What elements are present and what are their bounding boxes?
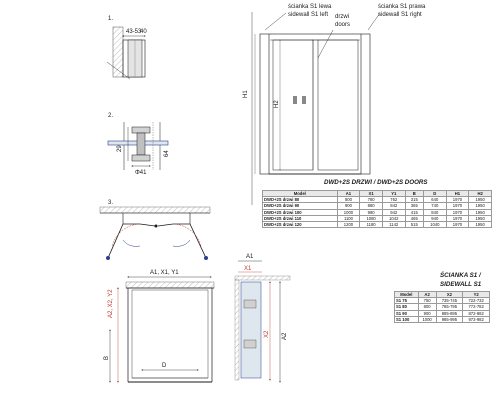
table1-title: DWD+2S DRZWI / DWD+2S DOORS [324,179,428,186]
h2-label: H2 [274,100,280,108]
diameter-label: Φ41 [135,170,147,176]
table-cell: 1950 [468,202,492,210]
table-cell: 1040 [422,220,447,229]
callout-right-line2: sidewall S1 right [378,12,422,18]
dim-64: 64 [164,150,170,157]
handle-bottom [131,154,151,162]
callout-left-line2: sidewall S1 left [288,12,328,18]
table-cell: 1950 [468,214,492,223]
table-cell: 1950 [468,220,492,229]
table-cell: 772-782 [462,303,490,311]
plan-view: A1, X1, Y1 D A2, X2, Y2 B [104,270,215,383]
elevation-view: H1 H2 ścianka S1 lewa sidewall S1 left d… [243,4,426,205]
table-cell: DWD+2S drzwi 100 [262,208,338,216]
table-cell: DWD+2S drzwi 110 [262,214,338,223]
plan-top-dim: A1, X1, Y1 [150,270,179,276]
side-a1-label: A1 [246,254,254,260]
handle-top [131,126,151,134]
header-cell: H2 [468,189,492,198]
callout-right-line1: ścianka S1 prawa [378,4,426,10]
callout-doors-line1: drzwi [335,14,349,20]
handle-left [293,96,297,104]
h1-label: H1 [243,90,249,98]
table-cell: 315 [404,196,424,204]
table-cell: DWD+2S drzwi 120 [262,220,338,229]
table-cell: 1970 [445,220,470,229]
plan-left-dim: A2, X2, Y2 [108,289,114,318]
side-a2-label: A2 [282,332,288,340]
header-cell: Model [262,189,338,198]
panel-number-1: 1. [108,16,113,22]
header-cell: B [404,189,424,198]
table-cell: 1142 [381,220,406,229]
table-cell: 1950 [468,208,492,216]
table-cell: 872-882 [462,309,490,317]
detail-3: 3. [99,200,211,260]
table-cell: 900 [417,309,437,317]
table2-title-line1: ŚCIANKA S1 / [440,272,481,279]
detail-2: 2. 29 64 Φ41 [107,113,170,176]
dim-29: 29 [117,145,123,152]
table2-title-line2: SIDEWALL S1 [440,281,482,288]
table-cell: 750 [417,297,437,305]
table-cell: 985-995 [435,315,464,324]
table-cell: 722-732 [462,297,490,305]
side-x2-label: X2 [264,330,270,338]
handle-body [136,132,146,156]
handle-right [302,96,306,104]
sidewall-glass [240,281,262,379]
door-right [317,39,359,171]
table-cell: 365 [404,202,424,210]
table-cell: 1000 [417,315,437,324]
detail-1: 1. 43-53 40 [106,16,147,80]
callout-left-line1: ścianka S1 lewa [288,4,332,10]
table-cell: 415 [404,208,424,216]
dim-40: 40 [140,29,147,35]
table-cell: S1 100 [394,315,419,324]
table-cell: 465 [404,214,424,223]
ceiling-hatch [99,206,211,214]
table-cell: 800 [417,303,437,311]
table-cell: 972-982 [462,315,490,324]
panel-number-2: 2. [108,113,113,119]
header-cell: Y2 [462,290,490,299]
panel-number-3: 3. [108,200,113,206]
table-cell: 1180 [359,220,383,229]
table-cell: 515 [404,220,424,229]
plan-b-label: B [104,356,110,360]
side-view: A1 X1 X2 A2 [234,254,291,383]
table-cell: 1200 [336,220,361,229]
table-cell: 1950 [468,196,492,204]
callout-doors-line2: doors [335,22,350,28]
side-x1-label: X1 [244,266,252,272]
header-cell: A2 [417,290,437,299]
plan-d-label: D [162,363,167,369]
wall-hatch [112,26,124,78]
dim-43-53: 43-53 [126,29,142,35]
